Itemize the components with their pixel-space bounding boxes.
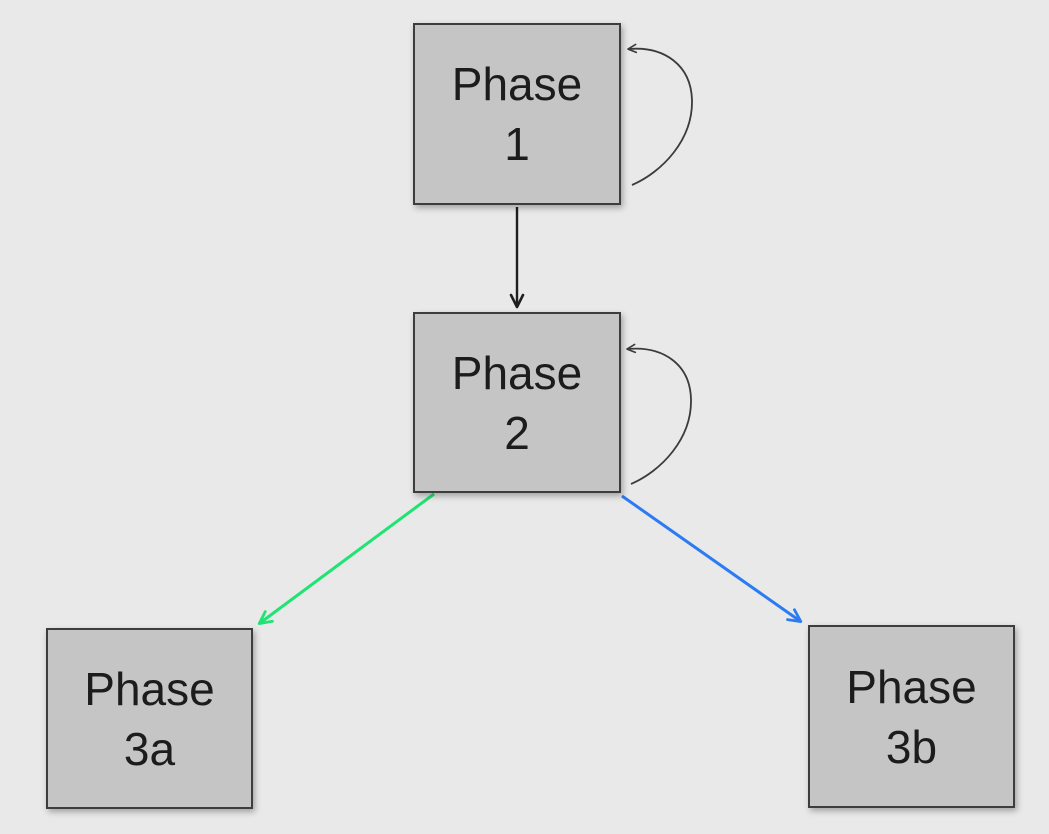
node-phase-3b-number: 3b	[885, 720, 938, 773]
node-phase-2-label: Phase	[451, 346, 583, 399]
node-phase-3b-label: Phase	[846, 660, 977, 713]
phase2-self-loop-arrow[interactable]	[626, 343, 692, 485]
node-phase-2-number: 2	[504, 406, 530, 459]
node-phase-3a[interactable]: Phase 3a	[46, 628, 253, 809]
node-phase-1-label: Phase	[451, 58, 583, 110]
phase1-self-loop-arrow[interactable]	[627, 43, 693, 186]
node-phase-3a-label: Phase	[84, 662, 215, 715]
node-phase-3b[interactable]: Phase 3b	[808, 625, 1015, 808]
edge-phase2-to-phase3b[interactable]	[621, 494, 803, 623]
node-phase-2[interactable]: Phase 2	[413, 312, 621, 493]
node-phase-1[interactable]: Phase 1	[413, 23, 621, 205]
node-phase-1-number: 1	[504, 118, 530, 170]
node-phase-3a-number: 3a	[123, 722, 176, 775]
edge-phase2-to-phase3a[interactable]	[257, 492, 435, 625]
